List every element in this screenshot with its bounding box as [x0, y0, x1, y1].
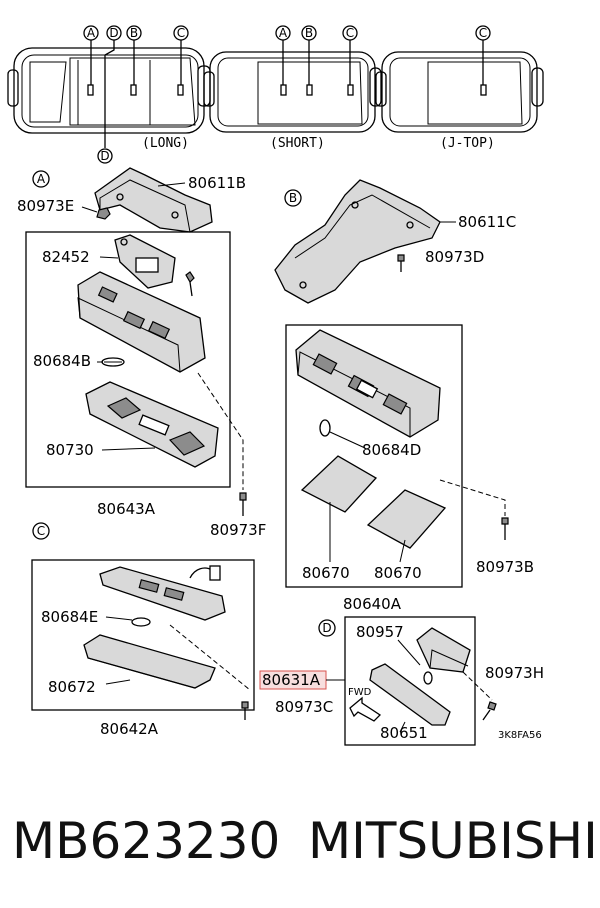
svg-text:A: A	[37, 172, 46, 186]
lens-80651	[369, 663, 451, 726]
switch-80957	[416, 627, 471, 673]
bracket-82452	[114, 234, 176, 289]
marker-a-top-long: A	[83, 25, 99, 41]
label-80670-right: 80670	[374, 564, 422, 582]
label-80684E: 80684E	[41, 608, 98, 626]
marker-c-section: C	[32, 522, 50, 540]
label-80611C: 80611C	[458, 213, 516, 231]
marker-b-section: B	[284, 189, 302, 207]
label-long: (LONG)	[142, 136, 189, 151]
label-80973F: 80973F	[210, 521, 266, 539]
lamp-housing-80643A	[77, 271, 206, 373]
svg-text:A: A	[87, 26, 96, 40]
svg-text:D: D	[322, 621, 331, 635]
screw-80973D	[397, 254, 405, 272]
vehicle-short-view	[203, 40, 382, 133]
marker-a-top-short: A	[275, 25, 291, 41]
marker-b-top-long: B	[126, 25, 142, 41]
svg-text:B: B	[130, 26, 138, 40]
bulb-80957	[423, 671, 433, 685]
label-80973E: 80973E	[17, 197, 74, 215]
svg-text:C: C	[177, 26, 185, 40]
label-80684B: 80684B	[33, 352, 91, 370]
svg-text:B: B	[305, 26, 313, 40]
bracket-80611B	[94, 167, 213, 233]
svg-text:D: D	[100, 149, 109, 163]
bulb-80684E	[131, 617, 151, 627]
label-80611B: 80611B	[188, 174, 246, 192]
marker-c-top-long: C	[173, 25, 189, 41]
screw-80973F	[239, 492, 247, 516]
marker-c-top-short: C	[342, 25, 358, 41]
label-80973B: 80973B	[476, 558, 534, 576]
bracket-80611C	[274, 179, 441, 304]
lens-80672	[83, 634, 216, 689]
screw-80973H	[482, 701, 497, 721]
lamp-housing-80640A	[295, 329, 441, 438]
vehicle-jtop-view	[375, 40, 544, 133]
svg-text:C: C	[346, 26, 354, 40]
marker-b-top-short: B	[301, 25, 317, 41]
box-80642A	[31, 559, 255, 711]
label-80651: 80651	[380, 724, 428, 742]
vehicle-long-view	[7, 40, 211, 148]
label-80672: 80672	[48, 678, 96, 696]
footer-brand: MITSUBISHI	[308, 812, 598, 870]
marker-d-section: D	[318, 619, 336, 637]
box-80631A	[344, 616, 476, 746]
box-80640A	[285, 324, 463, 588]
label-80973D: 80973D	[425, 248, 484, 266]
screw-80973C	[241, 701, 249, 720]
label-82452: 82452	[42, 248, 90, 266]
label-80640A: 80640A	[343, 595, 402, 613]
label-80973H: 80973H	[485, 664, 544, 682]
svg-text:C: C	[37, 524, 45, 538]
bulb-80684D	[319, 419, 331, 437]
label-jtop: (J-TOP)	[440, 136, 495, 151]
nut-80973E	[96, 207, 111, 220]
box-80643A	[25, 231, 231, 488]
marker-d-bottom-long: D	[97, 148, 113, 164]
label-80643A: 80643A	[97, 500, 156, 518]
marker-c-top-jtop: C	[475, 25, 491, 41]
label-80642A: 80642A	[100, 720, 159, 738]
label-80730: 80730	[46, 441, 94, 459]
svg-text:D: D	[109, 26, 118, 40]
lens-80670-left	[300, 455, 378, 513]
fwd-arrow-icon	[349, 696, 382, 722]
marker-a-section: A	[32, 170, 50, 188]
screw-80973B	[501, 517, 509, 540]
bulb-80684B	[101, 357, 125, 367]
lamp-housing-80642A	[99, 565, 226, 621]
label-80973C: 80973C	[275, 698, 333, 716]
marker-d-top-long: D	[106, 25, 122, 41]
screw-82452	[185, 271, 195, 297]
svg-text:A: A	[279, 26, 288, 40]
label-80684D: 80684D	[362, 441, 421, 459]
label-short: (SHORT)	[270, 136, 325, 151]
svg-text:C: C	[479, 26, 487, 40]
lens-80730	[85, 381, 219, 468]
svg-text:B: B	[289, 191, 297, 205]
label-80957: 80957	[356, 623, 404, 641]
diagram-code: 3K8FA56	[498, 730, 542, 741]
label-fwd: FWD	[348, 687, 372, 698]
label-80670-left: 80670	[302, 564, 350, 582]
lens-80670-right	[366, 489, 447, 549]
label-80631A: 80631A	[262, 671, 321, 689]
footer-part-number: MB623230	[12, 812, 280, 870]
